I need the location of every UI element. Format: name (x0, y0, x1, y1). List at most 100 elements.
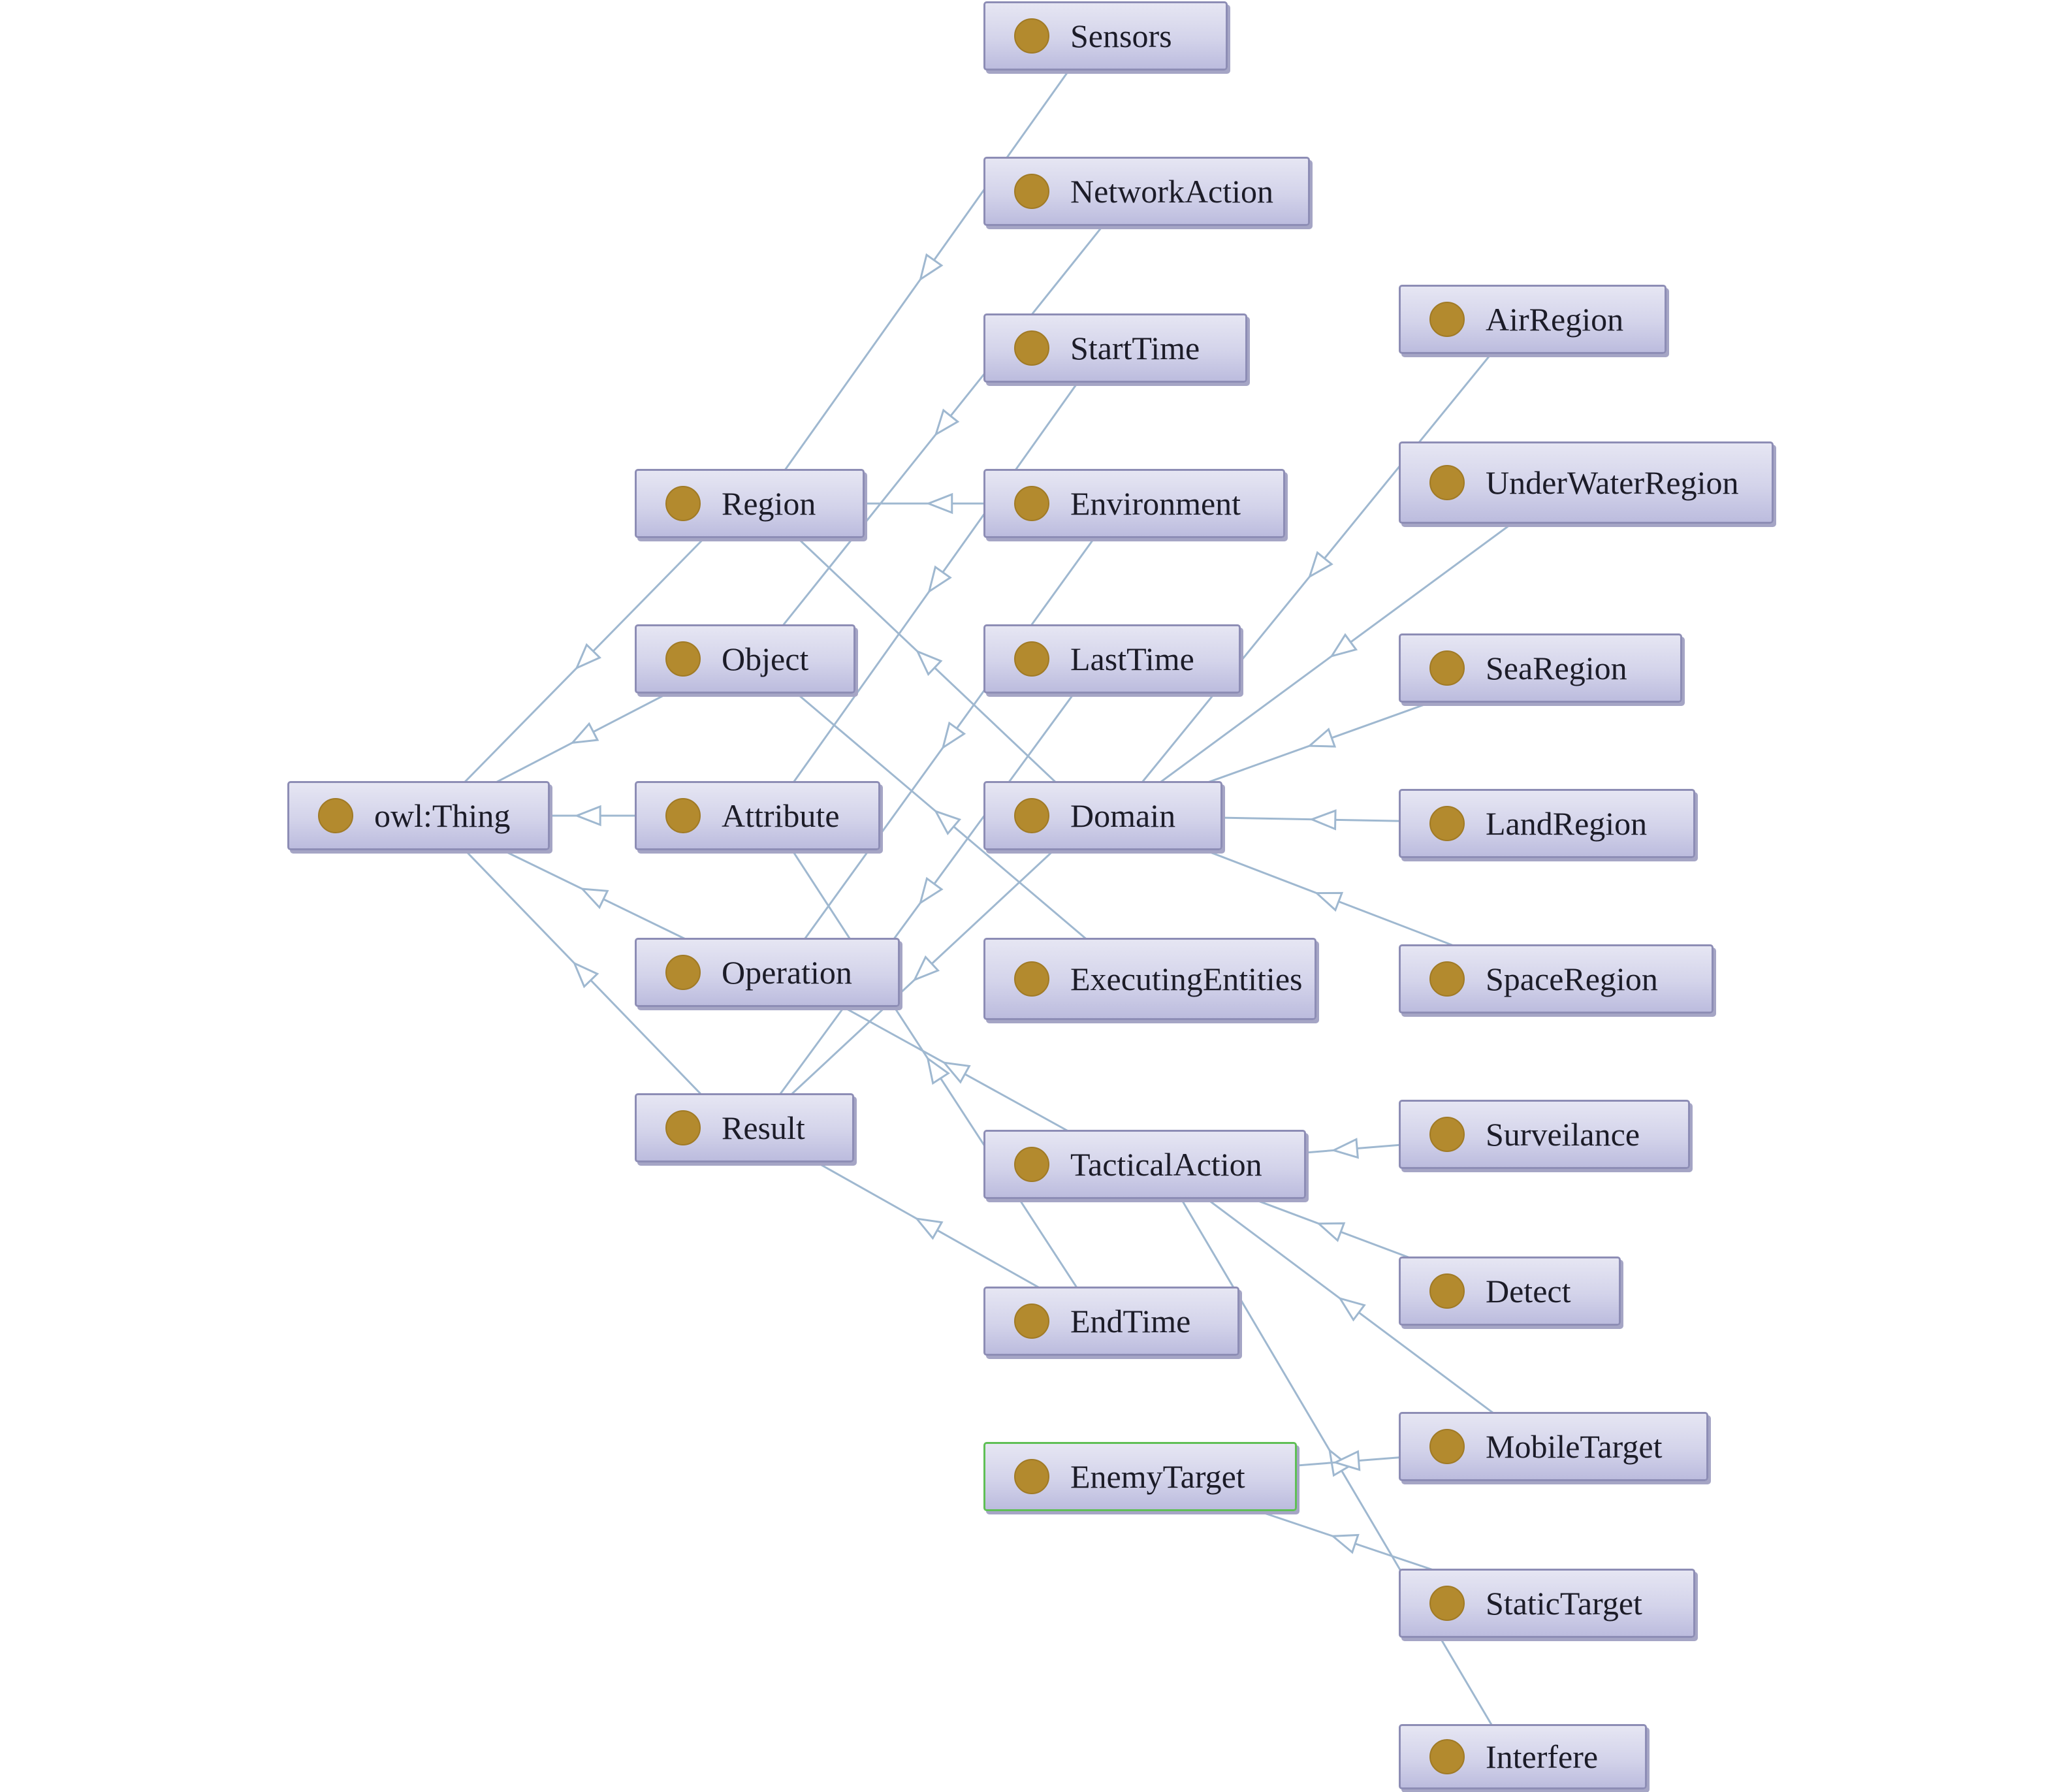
node-label: StaticTarget (1486, 1585, 1642, 1622)
node-enemytarget[interactable]: EnemyTarget (983, 1442, 1297, 1511)
class-icon (1429, 806, 1465, 841)
class-icon (1014, 330, 1049, 366)
class-icon (1014, 798, 1049, 833)
class-icon (665, 486, 701, 521)
node-region[interactable]: Region (635, 469, 865, 538)
node-label: NetworkAction (1070, 173, 1274, 210)
node-networkaction[interactable]: NetworkAction (983, 157, 1310, 226)
edge-arrowhead (925, 492, 953, 515)
edge-arrowhead (1329, 633, 1358, 658)
edge-arrowhead (1307, 551, 1333, 579)
class-icon (1014, 1147, 1049, 1182)
node-lasttime[interactable]: LastTime (983, 624, 1241, 694)
class-icon (1429, 1586, 1465, 1621)
class-icon (1429, 302, 1465, 337)
node-label: Region (722, 485, 816, 522)
node-tacticalaction[interactable]: TacticalAction (983, 1130, 1306, 1199)
node-attribute[interactable]: Attribute (635, 781, 880, 850)
edge-arrowhead (1314, 891, 1344, 912)
class-icon (1014, 641, 1049, 677)
node-label: ExecutingEntities (1070, 961, 1303, 997)
edge-arrowhead (569, 722, 599, 744)
node-label: AirRegion (1486, 301, 1624, 338)
edge-owlthing-result (431, 814, 735, 1129)
node-landregion[interactable]: LandRegion (1399, 789, 1695, 858)
class-icon (1014, 174, 1049, 209)
edge-arrowhead (1332, 1450, 1361, 1471)
edge-arrowhead (918, 876, 944, 905)
class-icon (1014, 486, 1049, 521)
class-icon (1429, 465, 1465, 500)
edge-arrowhead (926, 1056, 950, 1085)
class-icon (665, 798, 701, 833)
node-searegion[interactable]: SeaRegion (1399, 633, 1682, 703)
node-detect[interactable]: Detect (1399, 1256, 1621, 1326)
node-operation[interactable]: Operation (635, 938, 900, 1007)
node-label: Sensors (1070, 18, 1172, 54)
edge-region-sensors (760, 35, 1094, 504)
node-domain[interactable]: Domain (983, 781, 1222, 850)
node-statictarget[interactable]: StaticTarget (1399, 1569, 1695, 1638)
node-spaceregion[interactable]: SpaceRegion (1399, 944, 1714, 1014)
node-object[interactable]: Object (635, 624, 855, 694)
edge-arrowhead (1307, 728, 1337, 748)
node-result[interactable]: Result (635, 1093, 854, 1162)
edge-domain-underwaterregion (1114, 481, 1569, 817)
edge-result-domain (754, 814, 1092, 1129)
node-underwaterregion[interactable]: UnderWaterRegion (1399, 441, 1774, 524)
node-label: EnemyTarget (1070, 1458, 1245, 1495)
node-surveilance[interactable]: Surveilance (1399, 1100, 1690, 1169)
edge-operation-environment (780, 503, 1121, 973)
edge-result-lasttime (754, 658, 1100, 1128)
node-label: Result (722, 1110, 805, 1146)
edge-arrowhead (579, 888, 609, 910)
edge-arrowhead (572, 961, 599, 989)
edge-arrowhead (1330, 1533, 1360, 1554)
edge-attribute-endtime (769, 815, 1100, 1322)
edge-owlthing-region (431, 502, 739, 817)
class-icon (1014, 1304, 1049, 1339)
class-icon (1014, 1459, 1049, 1494)
class-icon (1429, 650, 1465, 686)
edge-arrowhead (1309, 809, 1337, 831)
node-sensors[interactable]: Sensors (983, 1, 1228, 71)
edge-arrowhead (912, 955, 940, 982)
class-icon (665, 641, 701, 677)
edge-arrowhead (927, 565, 952, 594)
node-label: Object (722, 641, 809, 677)
class-icon (1429, 961, 1465, 997)
node-label: Surveilance (1486, 1116, 1640, 1153)
edge-arrowhead (914, 1217, 944, 1240)
node-environment[interactable]: Environment (983, 469, 1285, 538)
node-executingentities[interactable]: ExecutingEntities (983, 938, 1316, 1020)
node-label: LandRegion (1486, 805, 1648, 842)
node-airregion[interactable]: AirRegion (1399, 285, 1666, 354)
node-label: StartTime (1070, 330, 1200, 366)
node-label: Detect (1486, 1273, 1571, 1309)
edge-object-networkaction (755, 191, 1132, 660)
edge-arrowhead (941, 721, 966, 750)
node-label: SeaRegion (1486, 650, 1627, 686)
node-endtime[interactable]: EndTime (983, 1287, 1239, 1356)
edge-arrowhead (1331, 1138, 1359, 1159)
node-label: owl:Thing (374, 797, 511, 834)
edge-arrowhead (1316, 1222, 1346, 1243)
node-interfere[interactable]: Interfere (1399, 1724, 1647, 1789)
edge-arrowhead (942, 1061, 971, 1084)
node-starttime[interactable]: StartTime (983, 313, 1247, 383)
edge-object-executingentities (755, 658, 1134, 980)
edge-region-domain (760, 502, 1092, 817)
node-label: Attribute (722, 797, 840, 834)
class-icon (1429, 1429, 1465, 1464)
node-owl-thing[interactable]: owl:Thing (287, 781, 550, 850)
edge-attribute-starttime (769, 347, 1104, 816)
class-icon (1014, 18, 1049, 54)
class-icon (1429, 1739, 1465, 1774)
node-label: UnderWaterRegion (1486, 464, 1739, 501)
node-mobiletarget[interactable]: MobileTarget (1399, 1412, 1708, 1481)
edge-arrowhead (934, 408, 960, 437)
class-icon (665, 1110, 701, 1145)
node-label: Domain (1070, 797, 1176, 834)
class-icon (1429, 1273, 1465, 1309)
